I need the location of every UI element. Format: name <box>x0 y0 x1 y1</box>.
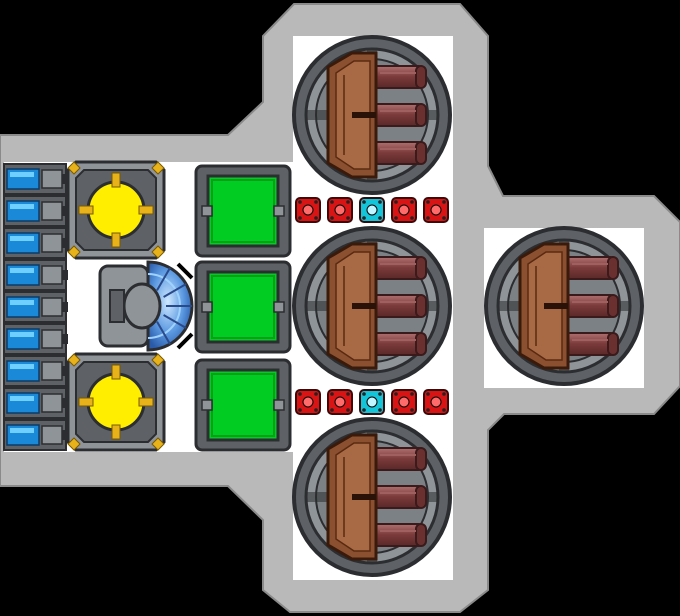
triple-barrel-turret-icon[interactable] <box>292 35 452 195</box>
battery-cell-icon[interactable] <box>3 259 68 291</box>
reactor-core-icon[interactable] <box>66 352 166 452</box>
battery-cell-icon[interactable] <box>3 387 68 419</box>
power-node-icon-red[interactable] <box>295 197 321 223</box>
power-node-icon-cyan[interactable] <box>359 389 385 415</box>
power-node-icon-red[interactable] <box>327 389 353 415</box>
power-node-icon-red[interactable] <box>327 197 353 223</box>
power-node-icon-red[interactable] <box>423 197 449 223</box>
battery-bank <box>3 163 68 451</box>
battery-cell-icon[interactable] <box>3 355 68 387</box>
triple-barrel-turret-icon[interactable] <box>484 226 644 386</box>
landing-pad-icon[interactable] <box>194 358 292 452</box>
reactor-group <box>66 160 166 452</box>
landing-pad-icon[interactable] <box>194 260 292 354</box>
battery-cell-icon[interactable] <box>3 323 68 355</box>
triple-barrel-turret-icon[interactable] <box>292 417 452 577</box>
battery-cell-icon[interactable] <box>3 227 68 259</box>
power-node-icon-red[interactable] <box>391 389 417 415</box>
landing-pad-icon[interactable] <box>194 164 292 258</box>
power-node-icon-cyan[interactable] <box>359 197 385 223</box>
power-node-icon-red[interactable] <box>423 389 449 415</box>
battery-cell-icon[interactable] <box>3 163 68 195</box>
power-node-icon-red[interactable] <box>295 389 321 415</box>
triple-barrel-turret-icon[interactable] <box>292 226 452 386</box>
reactor-core-icon[interactable] <box>66 160 166 260</box>
battery-cell-icon[interactable] <box>3 419 68 451</box>
power-node-group <box>295 197 449 415</box>
battery-cell-icon[interactable] <box>3 195 68 227</box>
shield-generator[interactable] <box>98 260 194 352</box>
turret-group <box>292 35 644 577</box>
power-node-icon-red[interactable] <box>391 197 417 223</box>
battery-cell-icon[interactable] <box>3 291 68 323</box>
landing-pad-group <box>194 164 292 452</box>
